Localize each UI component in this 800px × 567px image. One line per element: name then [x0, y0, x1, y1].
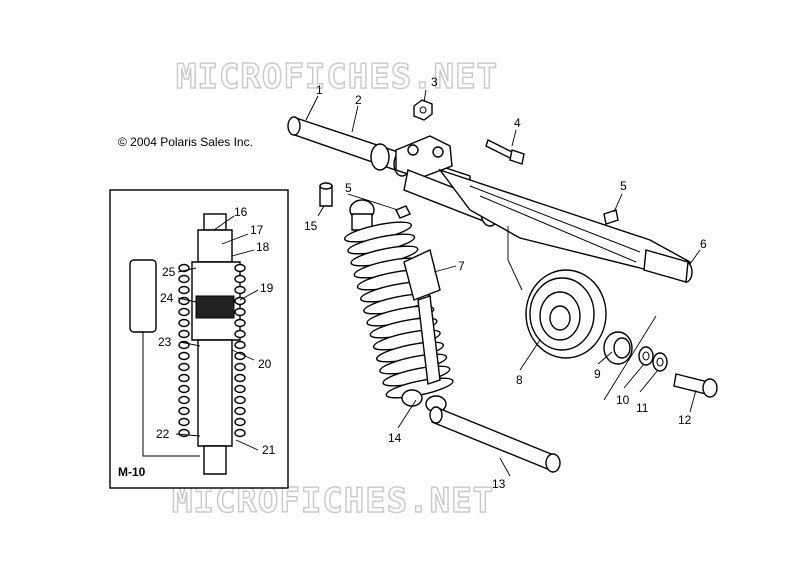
callout-8: 8 — [516, 373, 523, 387]
upper-pivot-shaft — [287, 116, 500, 227]
inset-spring-coil — [178, 395, 190, 405]
callout-16: 16 — [234, 205, 248, 219]
inset-spring-coil — [234, 307, 246, 317]
callout-4: 4 — [514, 116, 521, 130]
inset-spring-coil — [234, 406, 246, 416]
callout-15: 15 — [304, 219, 318, 233]
inset-spring-coil — [234, 428, 246, 438]
callout-numbers: 1 2 3 4 5 5 6 7 8 9 10 11 12 13 14 15 16… — [156, 75, 707, 491]
shock-spring-assembly — [344, 199, 454, 413]
bolt-4 — [485, 139, 525, 165]
callout-6: 6 — [700, 237, 707, 251]
inset-spring-coil — [178, 274, 190, 284]
callout-12: 12 — [678, 413, 692, 427]
washer-11 — [652, 352, 668, 372]
callout-3: 3 — [431, 75, 438, 89]
inset-spring-coil — [234, 384, 246, 394]
inset-spring-coil — [234, 395, 246, 405]
inset-m10: M-10 — [109, 189, 289, 489]
bushing-15 — [319, 182, 333, 207]
callout-13: 13 — [492, 477, 506, 491]
inset-spring-coil — [178, 362, 190, 372]
callout-1: 1 — [316, 83, 323, 97]
inset-spring-coil — [178, 285, 190, 295]
callout-5-right: 5 — [620, 179, 627, 193]
callout-20: 20 — [258, 357, 272, 371]
callout-17: 17 — [250, 223, 264, 237]
inset-spring-coil — [178, 384, 190, 394]
fitting-5-upper — [395, 205, 411, 219]
nut-3 — [413, 99, 433, 121]
inset-spring-coil — [234, 274, 246, 284]
bolt-12 — [673, 373, 718, 398]
callout-19: 19 — [260, 281, 274, 295]
inset-spring-coil — [178, 417, 190, 427]
callout-10: 10 — [616, 393, 630, 407]
callout-11: 11 — [636, 401, 649, 415]
inset-spring-coil — [234, 296, 246, 306]
callout-18: 18 — [256, 240, 270, 254]
inset-label: M-10 — [118, 465, 146, 479]
callout-25: 25 — [162, 265, 176, 279]
callout-5-upper: 5 — [345, 181, 352, 195]
fitting-5-right — [603, 209, 619, 225]
watermark-top: MICROFICHES.NET — [176, 57, 498, 97]
inset-spring-coil — [234, 373, 246, 383]
callout-7: 7 — [458, 259, 465, 273]
inset-spring-coil — [178, 296, 190, 306]
copyright-text: © 2004 Polaris Sales Inc. — [118, 135, 253, 149]
callout-9: 9 — [594, 367, 601, 381]
callout-22: 22 — [156, 427, 170, 441]
inset-spring-coil — [178, 373, 190, 383]
leader-lines — [175, 89, 701, 477]
inset-spring-coil — [234, 285, 246, 295]
inset-spring-coil — [178, 329, 190, 339]
inset-spring-coil — [234, 362, 246, 372]
inset-spring-coil — [234, 263, 246, 273]
inset-spring-coil — [178, 406, 190, 416]
idler-wheel-8 — [525, 269, 607, 359]
inset-spring-coil — [178, 428, 190, 438]
callout-14: 14 — [388, 431, 402, 445]
lower-shaft-13 — [429, 406, 561, 473]
bearing-9 — [603, 331, 633, 365]
inset-spring-coil — [178, 307, 190, 317]
callout-23: 23 — [158, 335, 172, 349]
inset-spring-coil — [234, 340, 246, 350]
inset-spring-coil — [178, 351, 190, 361]
inset-spring-coil — [178, 318, 190, 328]
washer-10 — [638, 346, 654, 366]
callout-2: 2 — [355, 93, 362, 107]
callout-21: 21 — [262, 443, 276, 457]
inset-spring-coil — [234, 417, 246, 427]
inset-spring-coil — [234, 318, 246, 328]
callout-24: 24 — [160, 291, 174, 305]
torque-arm — [438, 168, 693, 283]
inset-spring-coil — [234, 329, 246, 339]
